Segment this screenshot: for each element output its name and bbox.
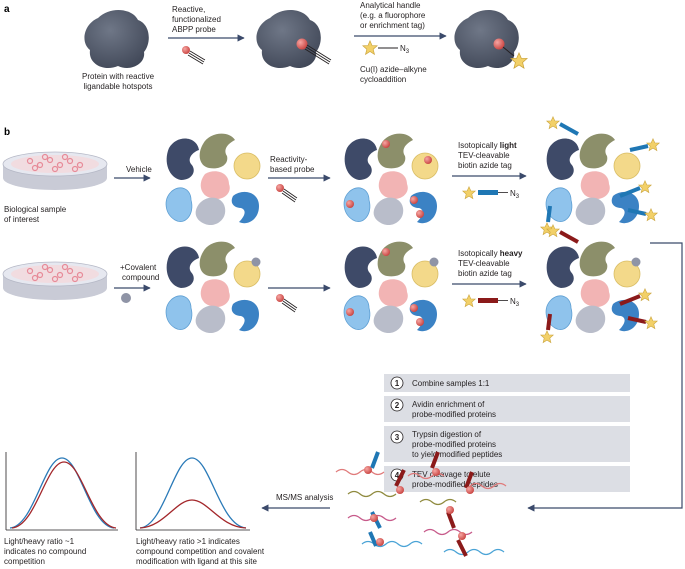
- proteome-cluster-probed-vehicle: [343, 133, 439, 226]
- heavy-azide-label: N3: [510, 297, 520, 308]
- step-1-text: Combine samples 1:1: [412, 379, 490, 388]
- step-3-text-line1: Trypsin digestion of: [412, 430, 482, 439]
- ratio2-caption-line2: compound competition and covalent: [136, 547, 265, 556]
- probe-marks-row1: [346, 140, 432, 218]
- protein-caption-line2: ligandable hotspots: [84, 82, 153, 91]
- plot1-heavy-curve: [11, 461, 117, 529]
- step-3: 3 Trypsin digestion of probe-modified pr…: [384, 426, 630, 462]
- ratio1-caption-line2: indicates no compound: [4, 547, 86, 556]
- click-caption-line1: Cu(I) azide–alkyne: [360, 65, 427, 74]
- panel-a-label: a: [4, 4, 10, 15]
- probe-icon-row2: [276, 294, 298, 313]
- heavy-tag-line2: TEV-cleavable: [458, 259, 510, 268]
- proteome-cluster-vehicle: [165, 133, 261, 226]
- proteome-cluster-light-tagged: [545, 133, 641, 226]
- step-2-number: 2: [395, 401, 400, 410]
- light-tag-marks: [546, 122, 649, 223]
- step-1-number: 1: [395, 379, 400, 388]
- step-2-text-line2: probe-modified proteins: [412, 410, 496, 419]
- sample-caption-line2: of interest: [4, 215, 40, 224]
- probe-label-line2: based probe: [270, 165, 315, 174]
- step-2: 2 Avidin enrichment of probe-modified pr…: [384, 396, 630, 422]
- handle-caption-line2: (e.g. a fluorophore: [360, 11, 426, 20]
- sample-dish-vehicle: [2, 151, 108, 191]
- probe-icon-row1: [276, 184, 298, 203]
- proteome-cluster-heavy-tagged: [545, 241, 641, 334]
- plot1-light-curve: [9, 457, 115, 529]
- ratio-plot-2: [135, 452, 250, 531]
- protein-caption-line1: Protein with reactive: [82, 72, 155, 81]
- peptide-tag-bars: [368, 451, 474, 557]
- probe-caption-line3: ABPP probe: [172, 25, 216, 34]
- probe-caption-line2: functionalized: [172, 15, 221, 24]
- protein-blob-tagged: [454, 9, 519, 69]
- click-caption-line2: cycloaddition: [360, 75, 406, 84]
- protein-blob-labeled: [256, 9, 321, 69]
- ratio1-caption-line3: competition: [4, 557, 45, 566]
- handle-caption-line3: or enrichment tag): [360, 21, 425, 30]
- sample-caption-line1: Biological sample: [4, 205, 67, 214]
- light-tag-line1: Isotopically light: [458, 141, 517, 150]
- compound-bound-mark-2: [429, 257, 439, 267]
- plot2-heavy-curve: [139, 499, 247, 529]
- step-1: 1 Combine samples 1:1: [384, 374, 630, 392]
- compound-label-line1: +Covalent: [120, 263, 157, 272]
- compound-icon: [121, 293, 131, 303]
- msms-label: MS/MS analysis: [276, 493, 333, 502]
- step-4: 4 TEV cleavage to elute probe-modified p…: [384, 466, 630, 492]
- step-3-text-line3: to yield modified peptides: [412, 450, 502, 459]
- light-tag-line2: TEV-cleavable: [458, 151, 510, 160]
- light-azide-label: N3: [510, 189, 520, 200]
- compound-bound-mark-3: [631, 257, 641, 267]
- azide-handle-icon: [362, 40, 398, 55]
- ratio1-caption-line1: Light/heavy ratio ~1: [4, 537, 75, 546]
- handle-caption-line1: Analytical handle: [360, 1, 421, 10]
- alkyne-probe-icon: [182, 46, 206, 65]
- vehicle-label: Vehicle: [126, 165, 152, 174]
- proteome-cluster-compound: [165, 241, 261, 334]
- compound-label-line2: compound: [122, 273, 159, 282]
- ratio-plot-1: [5, 452, 118, 531]
- step-3-text-line2: probe-modified proteins: [412, 440, 496, 449]
- heavy-tag-line1: Isotopically heavy: [458, 249, 523, 258]
- step-4-number: 4: [395, 471, 400, 480]
- panel-b-label: b: [4, 127, 10, 138]
- bound-tagged-probe-icon: [493, 38, 528, 69]
- peptide-probe-marks: [364, 466, 474, 546]
- proteome-cluster-probed-compound: [343, 241, 439, 334]
- light-tag-icon: [462, 186, 508, 199]
- probe-label-line1: Reactivity-: [270, 155, 308, 164]
- azide-label: N3: [400, 44, 410, 55]
- ratio2-caption-line1: Light/heavy ratio >1 indicates: [136, 537, 240, 546]
- plot2-light-curve: [139, 457, 247, 529]
- light-tag-line3: biotin azide tag: [458, 161, 512, 170]
- step-4-text-line1: TEV cleavage to elute: [412, 470, 491, 479]
- connector-to-steps: [527, 242, 683, 512]
- sample-dish-compound: [2, 261, 108, 301]
- step-3-number: 3: [395, 433, 400, 442]
- step-2-text-line1: Avidin enrichment of: [412, 400, 485, 409]
- ratio2-caption-line3: modification with ligand at this site: [136, 557, 258, 566]
- step-4-text-line2: probe-modified peptides: [412, 480, 498, 489]
- heavy-tag-marks: [546, 230, 647, 331]
- compound-bound-mark: [251, 257, 261, 267]
- protein-blob: [84, 9, 149, 69]
- probe-caption-line1: Reactive,: [172, 5, 205, 14]
- bound-alkyne-probe-icon: [296, 38, 332, 65]
- heavy-tag-line3: biotin azide tag: [458, 269, 512, 278]
- heavy-tag-icon: [462, 294, 508, 307]
- probe-marks-row2: [346, 248, 424, 326]
